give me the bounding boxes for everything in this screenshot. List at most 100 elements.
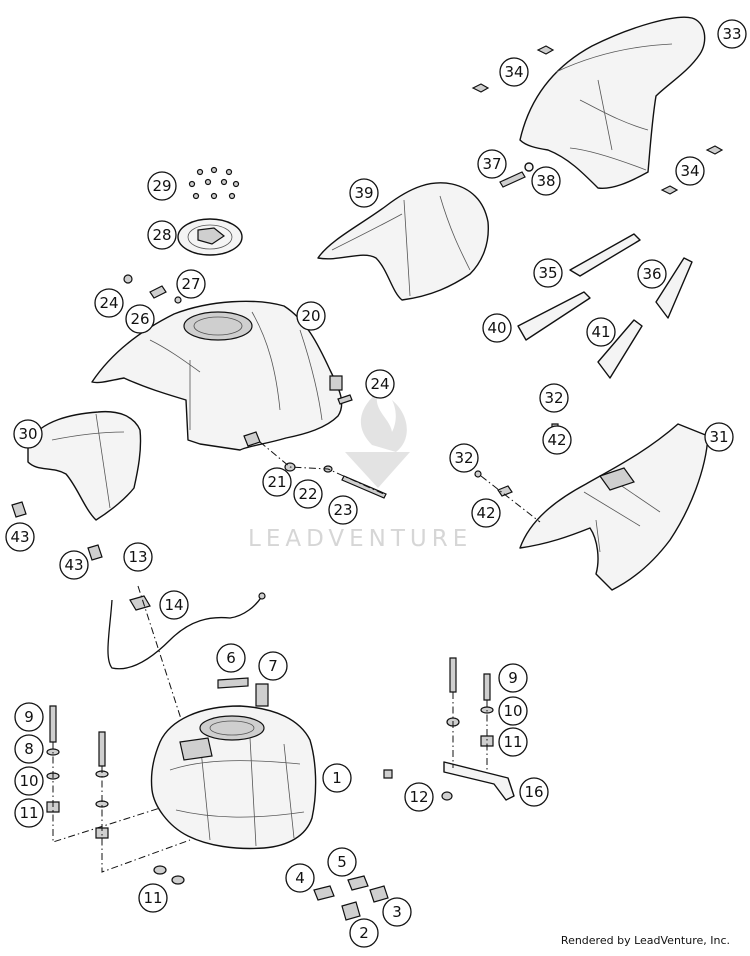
callout-37: 37 xyxy=(477,149,507,179)
callout-circle xyxy=(293,479,323,509)
callout-30: 30 xyxy=(13,419,43,449)
callout-11: 11 xyxy=(498,727,528,757)
trim-strips xyxy=(517,233,693,379)
callout-23: 23 xyxy=(328,495,358,525)
callout-4: 4 xyxy=(285,863,315,893)
callout-circle xyxy=(449,443,479,473)
callout-label: 42 xyxy=(547,431,566,449)
callout-label: 39 xyxy=(354,184,373,202)
callout-circle xyxy=(94,288,124,318)
callout-circle xyxy=(499,57,529,87)
callout-label: 42 xyxy=(476,504,495,522)
callout-29: 29 xyxy=(147,171,177,201)
callout-10: 10 xyxy=(498,696,528,726)
callout-34: 34 xyxy=(675,156,705,186)
callout-label: 14 xyxy=(164,596,183,614)
callout-label: 1 xyxy=(332,769,342,787)
callout-circle xyxy=(498,696,528,726)
callout-label: 28 xyxy=(152,226,171,244)
callout-6: 6 xyxy=(216,643,246,673)
callout-circle xyxy=(14,798,44,828)
callout-circle xyxy=(5,522,35,552)
callout-42: 42 xyxy=(542,425,572,455)
callout-13: 13 xyxy=(123,542,153,572)
callout-label: 2 xyxy=(359,924,369,942)
callout-label: 22 xyxy=(298,485,317,503)
callout-43: 43 xyxy=(59,550,89,580)
callout-circle xyxy=(482,313,512,343)
callout-1: 1 xyxy=(322,763,352,793)
seat-bolt xyxy=(499,162,534,188)
callout-label: 4 xyxy=(295,869,305,887)
callout-label: 38 xyxy=(536,172,555,190)
callout-5: 5 xyxy=(327,847,357,877)
callout-9: 9 xyxy=(14,702,44,732)
callout-circle xyxy=(533,258,563,288)
callout-circle xyxy=(717,19,747,49)
fuel-cap xyxy=(177,218,243,256)
callout-label: 20 xyxy=(301,307,320,325)
callout-circle xyxy=(542,425,572,455)
callout-circle xyxy=(14,702,44,732)
side-trim xyxy=(27,410,142,521)
callout-label: 40 xyxy=(487,319,506,337)
callout-label: 8 xyxy=(24,740,34,758)
callout-circle xyxy=(349,178,379,208)
callout-39: 39 xyxy=(349,178,379,208)
callout-8: 8 xyxy=(14,734,44,764)
callout-circle xyxy=(382,897,412,927)
callout-22: 22 xyxy=(293,479,323,509)
callout-circle xyxy=(531,166,561,196)
callout-7: 7 xyxy=(258,651,288,681)
callout-36: 36 xyxy=(637,259,667,289)
callout-label: 9 xyxy=(24,708,34,726)
callout-circle xyxy=(147,171,177,201)
callout-label: 33 xyxy=(722,25,741,43)
watermark-text: LEADVENTURE xyxy=(248,526,472,552)
callout-label: 32 xyxy=(544,389,563,407)
callout-label: 29 xyxy=(152,177,171,195)
callout-circle xyxy=(539,383,569,413)
callout-circle xyxy=(258,651,288,681)
callout-label: 11 xyxy=(503,733,522,751)
callout-circle xyxy=(59,550,89,580)
callout-40: 40 xyxy=(482,313,512,343)
callout-circle xyxy=(471,498,501,528)
callout-label: 9 xyxy=(508,669,518,687)
callout-label: 6 xyxy=(226,649,236,667)
callout-label: 11 xyxy=(19,804,38,822)
callout-label: 11 xyxy=(143,889,162,907)
callout-circle xyxy=(13,419,43,449)
callout-label: 26 xyxy=(130,310,149,328)
callout-circle xyxy=(519,777,549,807)
callout-label: 5 xyxy=(337,853,347,871)
callout-32: 32 xyxy=(539,383,569,413)
callout-circle xyxy=(327,847,357,877)
callout-38: 38 xyxy=(531,166,561,196)
callout-circle xyxy=(365,369,395,399)
callout-34: 34 xyxy=(499,57,529,87)
callout-circle xyxy=(14,766,44,796)
callout-label: 3 xyxy=(392,903,402,921)
callout-32: 32 xyxy=(449,443,479,473)
callout-label: 30 xyxy=(18,425,37,443)
tank-cover xyxy=(91,300,343,451)
callout-circle xyxy=(176,269,206,299)
callout-16: 16 xyxy=(519,777,549,807)
callout-20: 20 xyxy=(296,301,326,331)
callout-circle xyxy=(216,643,246,673)
fuel-line xyxy=(107,585,266,723)
callout-circle xyxy=(147,220,177,250)
callout-circle xyxy=(138,883,168,913)
callout-11: 11 xyxy=(14,798,44,828)
callout-label: 31 xyxy=(709,428,728,446)
callout-label: 16 xyxy=(524,783,543,801)
watermark: LEADVENTURE xyxy=(248,392,472,552)
callout-43: 43 xyxy=(5,522,35,552)
callout-circle xyxy=(404,782,434,812)
callout-11: 11 xyxy=(138,883,168,913)
callout-label: 35 xyxy=(538,264,557,282)
callout-circle xyxy=(123,542,153,572)
